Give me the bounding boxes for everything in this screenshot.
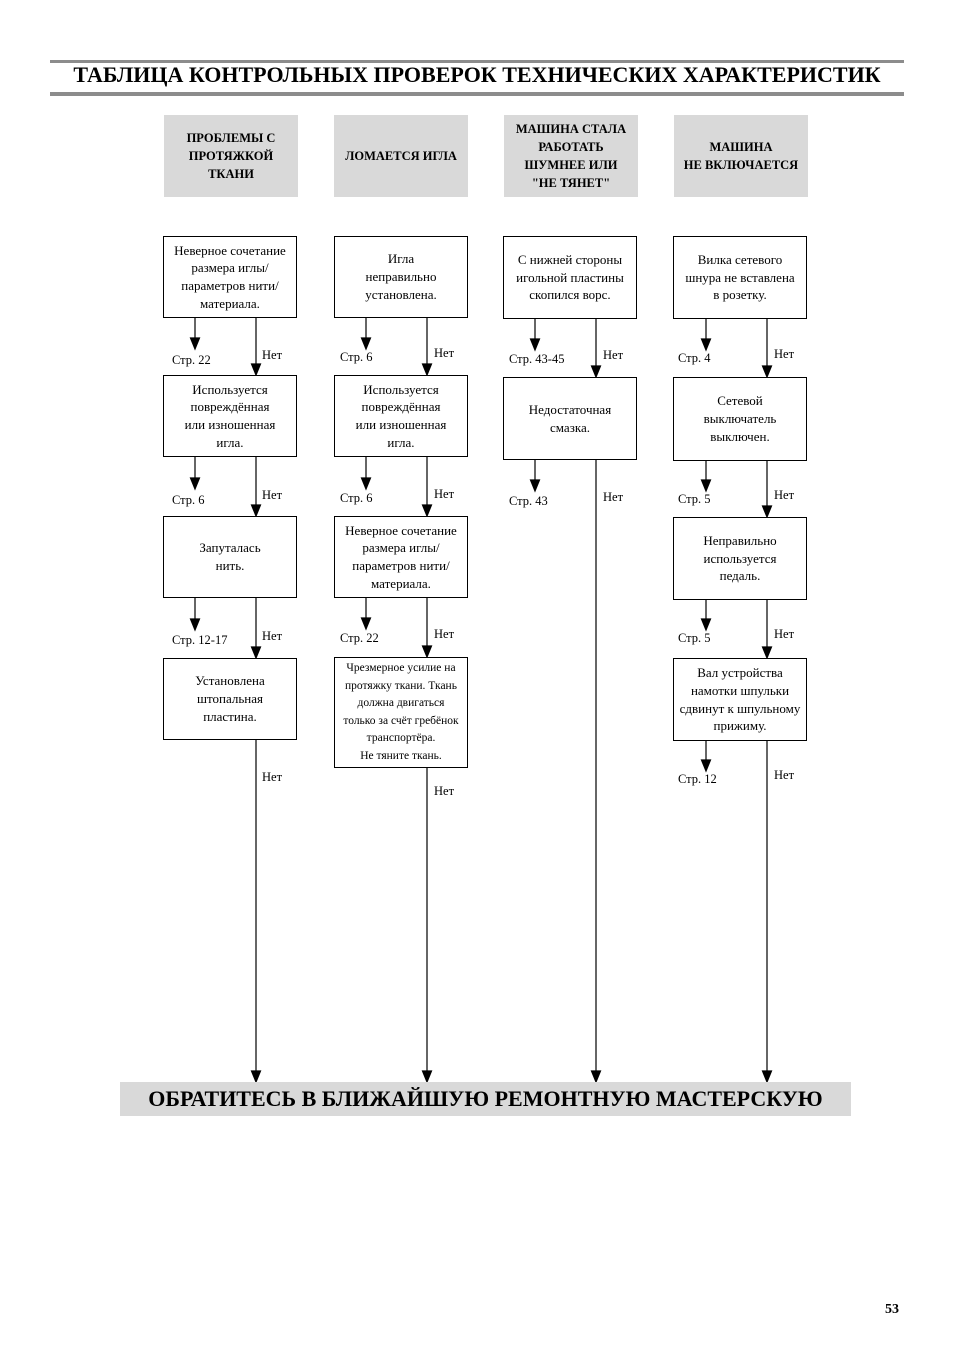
no-power-check-4-page-ref-arrow (700, 741, 712, 773)
repair-shop-banner: ОБРАТИТЕСЬ В БЛИЖАЙШУЮ РЕМОНТНУЮ МАСТЕРС… (120, 1082, 851, 1116)
needle-breaks-check-1-page-ref-arrow (360, 318, 372, 351)
no-power-check-3: Неправильно используется педаль. (673, 517, 807, 600)
fabric-feed-check-1-no-label: Нет (262, 348, 283, 362)
noise-check-1-page-ref: Стр. 43-45 (509, 352, 565, 366)
fabric-feed-check-3-page-ref-arrow (189, 598, 201, 632)
needle-breaks-check-4-no-label: Нет (434, 784, 455, 798)
no-power-check-3-page-ref: Стр. 5 (678, 631, 711, 645)
fabric-feed-check-1-text: Неверное сочетание размера иглы/ парамет… (174, 242, 286, 311)
no-power-check-2-page-ref: Стр. 5 (678, 492, 711, 506)
fabric-feed-check-1: Неверное сочетание размера иглы/ парамет… (163, 236, 297, 318)
fabric-feed-check-4-text: Установлена штопальная пластина. (195, 673, 265, 724)
needle-breaks-check-2-page-ref: Стр. 6 (340, 491, 373, 505)
column-header-noisy-machine: МАШИНА СТАЛА РАБОТАТЬ ШУМНЕЕ ИЛИ "НЕ ТЯН… (504, 115, 638, 197)
fabric-feed-check-3-page-ref: Стр. 12-17 (172, 633, 228, 647)
needle-breaks-check-4: Чрезмерное усилие на протяжку ткани. Тка… (334, 657, 468, 768)
noise-check-2-no-label: Нет (603, 490, 624, 504)
needle-breaks-check-2-page-ref-arrow (360, 457, 372, 491)
column-header-machine-wont-start: МАШИНА НЕ ВКЛЮЧАЕТСЯ (674, 115, 808, 197)
no-power-check-4-text: Вал устройства намотки шпульки сдвинут к… (679, 665, 801, 734)
needle-breaks-check-3-no-label: Нет (434, 627, 455, 641)
needle-breaks-check-1: Игла неправильно установлена. (334, 236, 468, 318)
needle-breaks-check-3: Неверное сочетание размера иглы/ парамет… (334, 516, 468, 598)
column-header-noisy-machine-text: МАШИНА СТАЛА РАБОТАТЬ ШУМНЕЕ ИЛИ "НЕ ТЯН… (515, 122, 627, 190)
no-power-check-1-no-arrow (761, 319, 773, 379)
no-power-check-3-page-ref-arrow (700, 600, 712, 632)
noise-check-2-no-arrow (590, 460, 602, 1084)
no-power-check-1-page-ref: Стр. 4 (678, 351, 711, 365)
noise-check-1-text: С нижней стороны игольной пластины скопи… (516, 251, 624, 303)
noise-check-2: Недостаточная смазка. (503, 377, 637, 460)
repair-shop-banner-text: ОБРАТИТЕСЬ В БЛИЖАЙШУЮ РЕМОНТНУЮ МАСТЕРС… (148, 1086, 823, 1111)
fabric-feed-check-4-no-label: Нет (262, 770, 283, 784)
needle-breaks-check-1-no-label: Нет (434, 346, 455, 360)
noise-check-2-text: Недостаточная смазка. (528, 401, 612, 435)
fabric-feed-check-3-no-arrow (250, 598, 262, 660)
fabric-feed-check-2-page-ref: Стр. 6 (172, 493, 205, 507)
no-power-check-4-no-arrow (761, 741, 773, 1084)
needle-breaks-check-3-no-arrow (421, 598, 433, 659)
no-power-check-3-no-label: Нет (774, 627, 795, 641)
page-number: 53 (885, 1302, 899, 1317)
fabric-feed-check-2-text: Используется повреждённая или изношенная… (184, 381, 276, 450)
needle-breaks-check-1-text: Игла неправильно установлена. (365, 251, 437, 302)
no-power-check-3-text: Неправильно используется педаль. (703, 532, 777, 584)
title-rule-top (50, 60, 904, 63)
needle-breaks-check-3-page-ref-arrow (360, 598, 372, 631)
noise-check-1: С нижней стороны игольной пластины скопи… (503, 236, 637, 319)
page-title: ТАБЛИЦА КОНТРОЛЬНЫХ ПРОВЕРОК ТЕХНИЧЕСКИХ… (73, 62, 881, 87)
needle-breaks-check-4-no-arrow (421, 768, 433, 1084)
no-power-check-1: Вилка сетевого шнура не вставлена в розе… (673, 236, 807, 319)
no-power-check-1-page-ref-arrow (700, 319, 712, 352)
title-rule-bottom (50, 92, 904, 96)
no-power-check-2-no-label: Нет (774, 488, 795, 502)
fabric-feed-check-4-no-arrow (250, 740, 262, 1084)
no-power-check-1-no-label: Нет (774, 347, 795, 361)
no-power-check-4-page-ref: Стр. 12 (678, 772, 717, 786)
fabric-feed-check-2-page-ref-arrow (189, 457, 201, 491)
needle-breaks-check-2-text: Используется повреждённая или изношенная… (355, 381, 447, 450)
fabric-feed-check-3-text: Запуталась нить. (199, 540, 261, 573)
fabric-feed-check-3-no-label: Нет (262, 629, 283, 643)
no-power-check-2: Сетевой выключатель выключен. (673, 377, 807, 461)
needle-breaks-check-3-page-ref: Стр. 22 (340, 631, 379, 645)
needle-breaks-check-1-page-ref: Стр. 6 (340, 350, 373, 364)
fabric-feed-check-2-no-arrow (250, 457, 262, 518)
fabric-feed-check-2-no-label: Нет (262, 488, 283, 502)
fabric-feed-check-4: Установлена штопальная пластина. (163, 658, 297, 740)
no-power-check-1-text: Вилка сетевого шнура не вставлена в розе… (685, 251, 795, 303)
fabric-feed-check-1-page-ref-arrow (189, 318, 201, 351)
column-header-machine-wont-start-text: МАШИНА НЕ ВКЛЮЧАЕТСЯ (683, 140, 799, 172)
no-power-check-2-no-arrow (761, 461, 773, 519)
no-power-check-4-no-label: Нет (774, 768, 795, 782)
column-header-needle-breaks: ЛОМАЕТСЯ ИГЛА (334, 115, 468, 197)
needle-breaks-check-2-no-arrow (421, 457, 433, 518)
noise-check-2-page-ref-arrow (529, 460, 541, 493)
no-power-check-3-no-arrow (761, 600, 773, 660)
fabric-feed-check-1-page-ref: Стр. 22 (172, 353, 211, 367)
noise-check-1-no-arrow (590, 319, 602, 379)
needle-breaks-check-2: Используется повреждённая или изношенная… (334, 375, 468, 457)
fabric-feed-check-2: Используется повреждённая или изношенная… (163, 375, 297, 457)
noise-check-1-no-label: Нет (603, 348, 624, 362)
needle-breaks-check-3-text: Неверное сочетание размера иглы/ парамет… (345, 522, 457, 591)
fabric-feed-check-1-no-arrow (250, 318, 262, 377)
column-header-needle-breaks-text: ЛОМАЕТСЯ ИГЛА (345, 149, 457, 163)
needle-breaks-check-4-text: Чрезмерное усилие на протяжку ткани. Тка… (343, 662, 459, 762)
no-power-check-2-page-ref-arrow (700, 461, 712, 493)
fabric-feed-check-3: Запуталась нить. (163, 516, 297, 598)
no-power-check-4: Вал устройства намотки шпульки сдвинут к… (673, 658, 807, 741)
noise-check-1-page-ref-arrow (529, 319, 541, 352)
noise-check-2-page-ref: Стр. 43 (509, 494, 548, 508)
needle-breaks-check-1-no-arrow (421, 318, 433, 377)
column-header-fabric-feed: ПРОБЛЕМЫ С ПРОТЯЖКОЙ ТКАНИ (164, 115, 298, 197)
needle-breaks-check-2-no-label: Нет (434, 487, 455, 501)
column-header-fabric-feed-text: ПРОБЛЕМЫ С ПРОТЯЖКОЙ ТКАНИ (186, 131, 276, 181)
no-power-check-2-text: Сетевой выключатель выключен. (703, 393, 777, 444)
